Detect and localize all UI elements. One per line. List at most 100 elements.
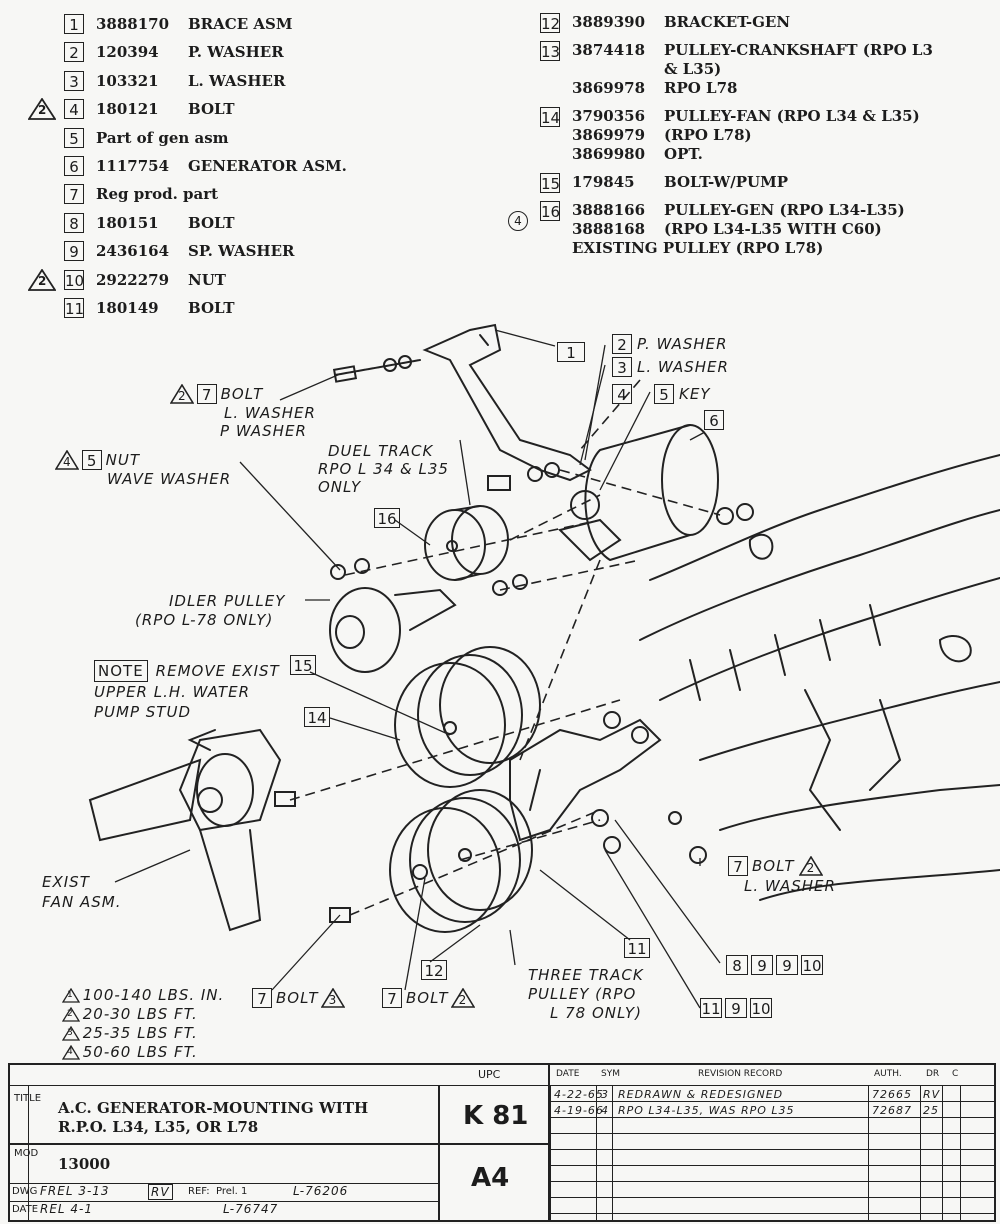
fan-pulley — [394, 662, 506, 788]
part-description: RPO L78 — [664, 79, 738, 97]
part-description: OPT. — [664, 145, 703, 163]
callout-box: 16 — [374, 508, 400, 528]
callout-12: 12 — [421, 960, 447, 980]
callout-duel-track: DUEL TRACK RPO L 34 & L35 ONLY — [318, 442, 449, 496]
callout-box: 7 — [382, 988, 402, 1008]
torque-mark: 4 — [67, 1047, 74, 1057]
brace-assembly — [422, 323, 592, 482]
revision-column-header: SYM — [601, 1069, 620, 1079]
ref-label: REF: — [188, 1186, 210, 1197]
part-description: NUT — [188, 270, 226, 289]
drawing-title-line1: A.C. GENERATOR-MOUNTING WITH — [58, 1099, 369, 1117]
generator-body — [584, 424, 691, 561]
item-number: 15 — [540, 173, 561, 193]
upc-code: K 81 — [463, 1101, 529, 1131]
revision-record: RPO L34-L35, WAS RPO L35 — [618, 1104, 795, 1117]
callout-label: BOLT — [406, 989, 449, 1007]
part-description: PULLEY-GEN (RPO L34-L35) — [664, 201, 905, 219]
revision-auth: 72687 — [872, 1104, 912, 1117]
callout-label: KEY — [679, 385, 711, 403]
callout-box: 11 — [624, 938, 650, 958]
callout-3: 3 L. WASHER — [612, 357, 729, 377]
fan-assembly — [178, 728, 282, 832]
callout-nut: 4 5 NUT WAVE WASHER — [55, 450, 231, 488]
model-number: 13000 — [58, 1155, 111, 1173]
date-label: DATE — [12, 1204, 39, 1215]
part-number: 3790356 — [572, 107, 646, 125]
callout-box: 5 — [81, 450, 102, 470]
generator-bracket — [509, 718, 662, 842]
revision-date: 4-22-65 — [554, 1088, 604, 1101]
part-number: 180149 — [96, 299, 159, 317]
callout-label: L. WASHER — [637, 358, 729, 376]
revision-column-header: DR — [926, 1069, 940, 1079]
part-number: 3888170 — [96, 15, 170, 33]
item-number: 2 — [64, 42, 84, 63]
torque-mark: 2 — [178, 389, 187, 403]
revision-circle-icon: 4 — [508, 211, 528, 231]
revision-dr: RV — [923, 1088, 941, 1101]
part-description: GENERATOR ASM. — [188, 157, 347, 175]
callout-bolt-7-bottom-b: 7 BOLT 2 — [382, 988, 483, 1008]
callout-box: 10 — [750, 998, 772, 1018]
ref-value: Prel. 1 — [216, 1186, 248, 1197]
part-description: PULLEY-FAN (RPO L34 & L35) — [664, 107, 920, 125]
torque-triangle-icon — [798, 856, 823, 876]
ref-number-2: L-76747 — [223, 1202, 279, 1216]
part-number: 3888166 — [572, 201, 646, 219]
torque-mark: 2 — [67, 1009, 74, 1019]
upc-label: UPC — [478, 1068, 501, 1081]
revision-column-header: REVISION RECORD — [698, 1069, 783, 1079]
torque-mark: 3 — [67, 1028, 74, 1038]
part-description: (RPO L34-L35 WITH C60) — [664, 220, 882, 238]
torque-triangle-icon — [450, 988, 475, 1008]
torque-value: 50-60 LBS FT. — [82, 1043, 198, 1061]
callout-label: UPPER L.H. WATER — [94, 683, 250, 701]
callout-exist-fan: EXIST FAN ASM. — [42, 872, 122, 912]
torque-mark: 1 — [67, 990, 74, 1000]
callout-label: FAN ASM. — [42, 893, 122, 911]
callout-box: 8 — [726, 955, 748, 975]
dwg-value: FREL 3-13 — [40, 1184, 110, 1198]
callout-box: 7 — [252, 988, 272, 1008]
callout-14: 14 — [304, 707, 330, 727]
torque-triangle-icon — [62, 1026, 80, 1041]
callout-bolt-7-upper: 2 7 BOLT L. WASHER P WASHER — [170, 384, 316, 440]
part-description: Reg prod. part — [96, 185, 219, 204]
revision-column-header: DATE — [556, 1069, 580, 1079]
callout-1: 1 — [557, 342, 585, 362]
callout-box: 9 — [725, 998, 747, 1018]
torque-row: 4 50-60 LBS FT. — [62, 1043, 224, 1062]
callout-box: 1 — [557, 342, 585, 362]
part-number: 2436164 — [96, 242, 170, 261]
part-number: 3888168 — [572, 220, 646, 238]
part-number: 103321 — [96, 71, 159, 90]
part-description: BRACKET-GEN — [664, 13, 791, 31]
callout-label: BOLT — [220, 385, 264, 403]
part-number: 179845 — [572, 173, 635, 191]
callout-box: 2 — [612, 334, 632, 354]
callout-label: P WASHER — [220, 422, 307, 440]
revision-flag-number: 2 — [38, 273, 47, 288]
callout-box: 7 — [728, 856, 748, 876]
callout-box: 6 — [704, 410, 724, 430]
torque-triangle-icon — [320, 988, 345, 1008]
item-number: 16 — [540, 201, 561, 221]
callout-box: 9 — [776, 955, 798, 975]
item-number: 3 — [64, 70, 84, 91]
callout-label: L. WASHER — [224, 404, 316, 422]
callout-box: 9 — [751, 955, 773, 975]
revision-flag-icon: 2 — [27, 97, 57, 124]
